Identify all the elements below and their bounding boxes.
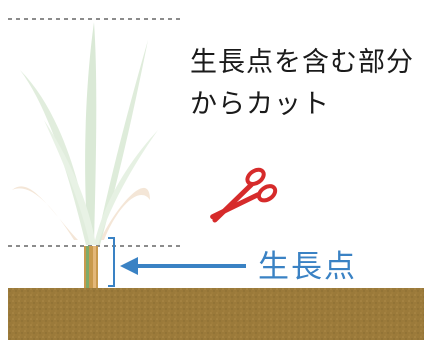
plant-stem (84, 246, 98, 290)
scissors-icon (210, 167, 278, 223)
soil-ground (8, 288, 424, 340)
caption-line-1: 生長点を含む部分 (190, 47, 414, 78)
growing-point-bracket (108, 237, 115, 287)
arrow-left-icon (120, 257, 246, 275)
growing-point-label: 生長点 (258, 249, 357, 285)
caption-line-2: からカット (190, 89, 330, 120)
cut-instruction-caption: 生長点を含む部分 からカット (190, 42, 420, 126)
plant-leaves (12, 22, 158, 245)
